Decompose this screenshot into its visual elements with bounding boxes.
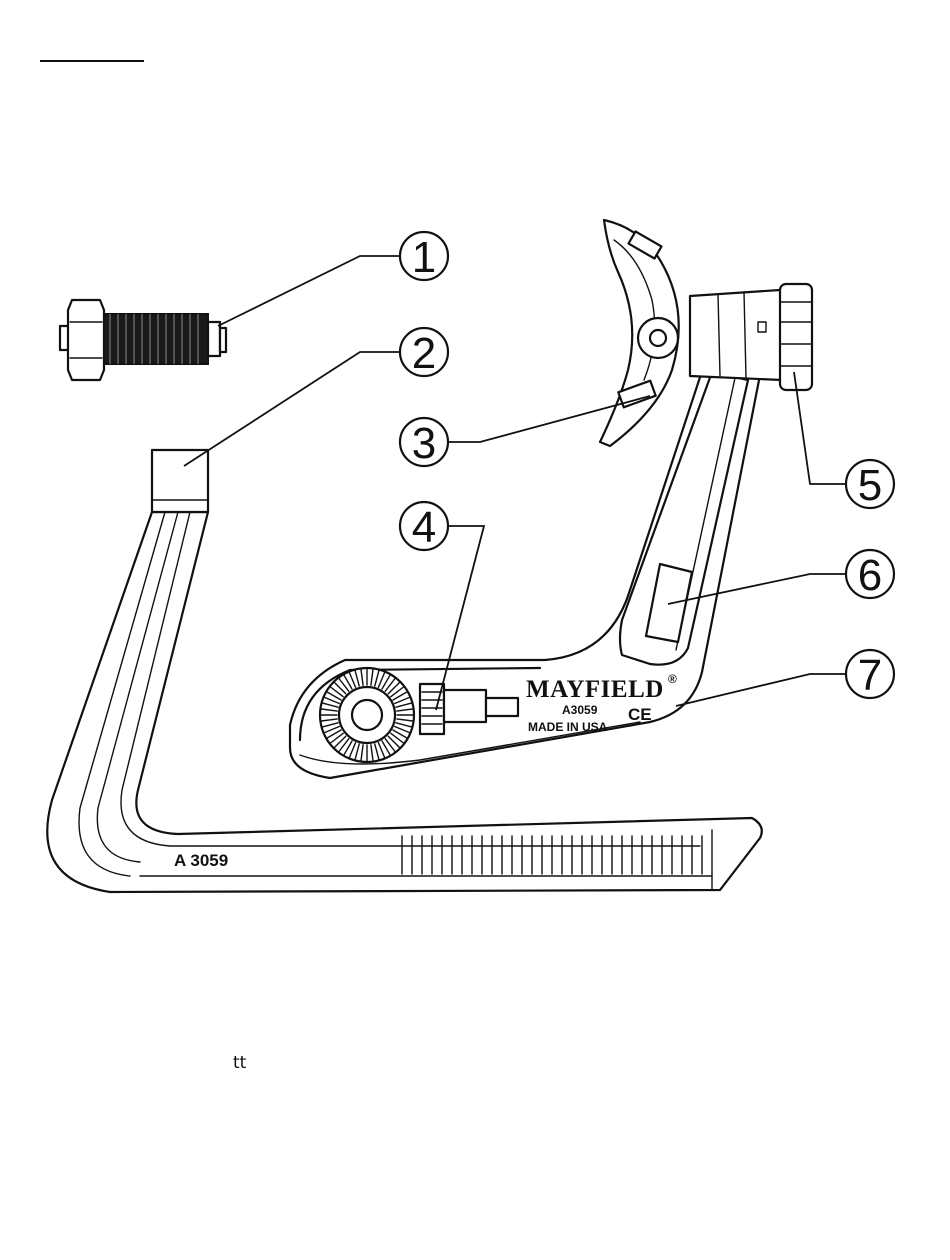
callout-4: 4 — [400, 502, 448, 552]
model-text: A3059 — [562, 703, 598, 717]
callout-1: 1 — [400, 232, 448, 282]
svg-text:1: 1 — [412, 233, 436, 282]
base-model-text: A 3059 — [174, 851, 228, 870]
svg-text:6: 6 — [858, 551, 882, 600]
origin-text: MADE IN USA — [528, 720, 608, 734]
leader-1 — [218, 256, 400, 326]
callout-2: 2 — [400, 328, 448, 378]
brand-mark: ® — [668, 672, 677, 686]
callout-6: 6 — [846, 550, 894, 600]
callout-5: 5 — [846, 460, 894, 510]
svg-text:7: 7 — [858, 651, 882, 700]
threaded-pin-bolt — [60, 300, 226, 380]
brand-text: MAYFIELD — [526, 676, 664, 703]
callout-3: 3 — [400, 418, 448, 468]
ce-mark: CE — [628, 705, 652, 724]
leader-7 — [676, 674, 846, 706]
svg-text:3: 3 — [412, 419, 436, 468]
svg-text:2: 2 — [412, 329, 436, 378]
svg-text:4: 4 — [412, 503, 436, 552]
svg-text:5: 5 — [858, 461, 882, 510]
stray-text: tt — [233, 1053, 246, 1073]
leader-2 — [184, 352, 400, 466]
callout-7: 7 — [846, 650, 894, 700]
